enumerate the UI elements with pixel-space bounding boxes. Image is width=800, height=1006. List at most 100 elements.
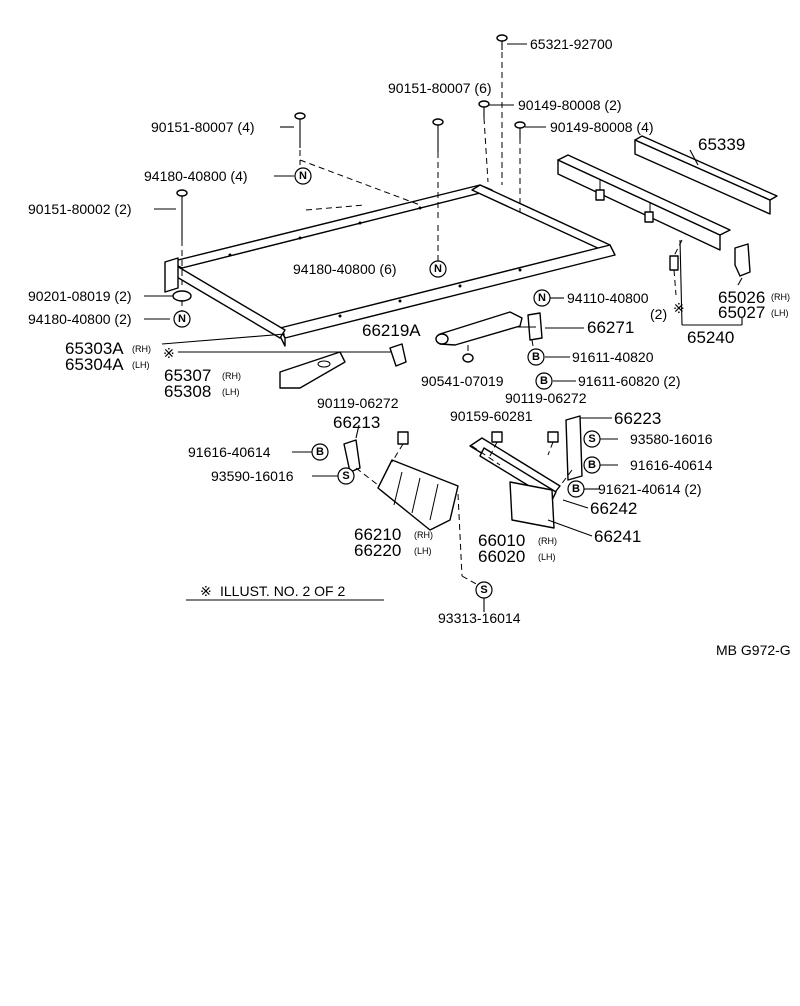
bolt-badge-91611a: B — [527, 348, 545, 366]
label-65027: 65027 — [718, 303, 765, 322]
main-frame — [164, 184, 616, 347]
nut-badge-94180c: N — [173, 310, 191, 328]
svg-text:N: N — [538, 292, 546, 304]
label-90119-06272-left: 90119-06272 — [317, 395, 399, 411]
label-65339: 65339 — [698, 135, 745, 154]
label-65321-92700: 65321-92700 — [530, 36, 613, 52]
bolt-badge-91616b: B — [583, 456, 601, 474]
svg-text:B: B — [588, 459, 596, 471]
diagram-code: MB G972-G — [716, 642, 791, 658]
label-65303A-side: (RH) — [132, 344, 151, 354]
label-65303A: 65303A — [65, 339, 124, 358]
label-65304A-side: (LH) — [132, 360, 150, 370]
label-66010-side: (RH) — [538, 536, 557, 546]
svg-text:N: N — [434, 263, 442, 275]
leader-lines — [144, 43, 743, 612]
label-65026: 65026 — [718, 288, 765, 307]
label-66220-side: (LH) — [414, 546, 432, 556]
label-65308: 65308 — [164, 382, 211, 401]
label-66219A: 66219A — [362, 321, 421, 340]
label-93590-16016: 93590-16016 — [211, 468, 294, 484]
label-91611-60820: 91611-60820 (2) — [578, 373, 680, 389]
label-65026-side: (RH) — [771, 292, 790, 302]
svg-text:B: B — [316, 446, 324, 458]
label-66020: 66020 — [478, 547, 525, 566]
label-93313-16014: 93313-16014 — [438, 610, 521, 626]
bracket-65026 — [734, 243, 751, 277]
screw-badge-93313: S — [475, 581, 493, 599]
label-91616-40614-right: 91616-40614 — [630, 457, 713, 473]
nut-badge-94110: N — [533, 289, 551, 307]
label-65027-side: (LH) — [771, 308, 789, 318]
assembly-lines — [181, 52, 683, 586]
label-91621-40614: 91621-40614 (2) — [598, 481, 702, 497]
kome-symbol-65303: ※ — [163, 345, 175, 361]
bracket-66213 — [343, 439, 361, 473]
label-66223: 66223 — [614, 409, 661, 428]
label-91611-40820: 91611-40820 — [572, 349, 654, 365]
label-90151-80002: 90151-80002 (2) — [28, 201, 132, 217]
bracket-66219A — [439, 311, 523, 346]
label-66271: 66271 — [587, 318, 634, 337]
svg-text:B: B — [532, 351, 540, 363]
label-90149-80008-4: 90149-80008 (4) — [550, 119, 654, 135]
label-90201-08019: 90201-08019 (2) — [28, 288, 132, 304]
label-65307: 65307 — [164, 366, 211, 385]
label-66241: 66241 — [594, 527, 641, 546]
plate-65307 — [279, 351, 346, 389]
label-65308-side: (LH) — [222, 387, 240, 397]
svg-text:S: S — [342, 470, 349, 482]
side-rail-65339 — [634, 135, 778, 215]
label-66213: 66213 — [333, 413, 380, 432]
nut-badge-94180b: N — [429, 260, 447, 278]
label-66010: 66010 — [478, 531, 525, 550]
bolt-badge-91621: B — [567, 480, 585, 498]
illust-note: ILLUST. NO. 2 OF 2 — [220, 583, 345, 599]
label-66210: 66210 — [354, 525, 401, 544]
label-91616-40614-left: 91616-40614 — [188, 444, 271, 460]
clip-94110 — [669, 255, 679, 271]
label-66220: 66220 — [354, 541, 401, 560]
bracket-65303A — [389, 343, 407, 367]
label-65307-side: (RH) — [222, 371, 241, 381]
side-rail-65240 — [557, 154, 731, 251]
label-90149-80008-2: 90149-80008 (2) — [518, 97, 622, 113]
label-94110-40800: 94110-40800 — [567, 290, 649, 306]
kome-symbol-illust: ※ — [200, 583, 212, 599]
screw-badge-93590: S — [337, 467, 355, 485]
label-90151-80007-6: 90151-80007 (6) — [388, 80, 492, 96]
label-66242: 66242 — [590, 499, 637, 518]
label-90119-06272-right: 90119-06272 — [505, 390, 587, 406]
svg-text:N: N — [178, 313, 186, 325]
kome-symbols: ※ ※ ※ — [163, 300, 685, 599]
label-66020-side: (LH) — [538, 552, 556, 562]
badges: N N N N B B B B B S S S — [173, 167, 601, 599]
line-art — [144, 34, 778, 612]
part-labels: 65321-92700 90151-80007 (6) 90149-80008 … — [28, 36, 791, 658]
nut-badge-94180a: N — [294, 167, 312, 185]
svg-text:B: B — [540, 375, 548, 387]
kome-symbol-65240: ※ — [673, 300, 685, 316]
label-90159-60281: 90159-60281 — [450, 408, 533, 424]
bolt-badge-91611b: B — [535, 372, 553, 390]
label-66210-side: (RH) — [414, 530, 433, 540]
bracket-66223 — [565, 415, 583, 481]
screw-badge-93580: S — [583, 430, 601, 448]
svg-text:S: S — [480, 584, 487, 596]
washer-90201 — [172, 290, 192, 302]
shield-66210 — [377, 459, 459, 531]
label-94180-40800-6: 94180-40800 (6) — [293, 261, 397, 277]
label-94180-40800-4: 94180-40800 (4) — [144, 168, 248, 184]
svg-text:S: S — [588, 433, 595, 445]
label-65304A: 65304A — [65, 355, 124, 374]
svg-text:N: N — [299, 170, 307, 182]
label-94110-quantity: (2) — [650, 306, 667, 322]
label-93580-16016: 93580-16016 — [630, 431, 713, 447]
label-65240: 65240 — [687, 328, 734, 347]
label-90151-80007-4: 90151-80007 (4) — [151, 119, 255, 135]
bolt-badge-91616a: B — [311, 443, 329, 461]
svg-text:B: B — [572, 483, 580, 495]
label-94180-40800-2: 94180-40800 (2) — [28, 311, 132, 327]
label-90541-07019: 90541-07019 — [421, 373, 504, 389]
